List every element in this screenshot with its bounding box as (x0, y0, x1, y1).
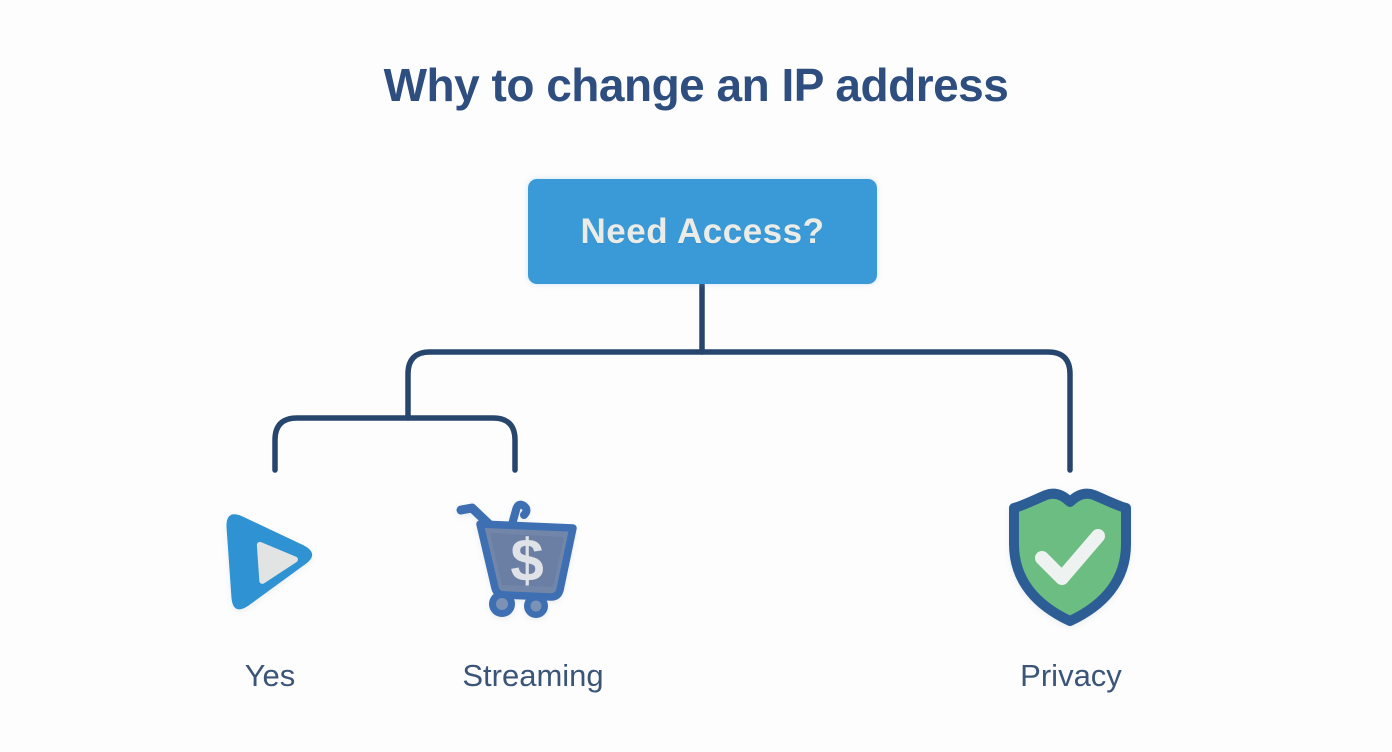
page-title: Why to change an IP address (383, 59, 1009, 111)
connector-main-branch (405, 349, 1073, 473)
dollar-sign-glyph: $ (510, 527, 543, 594)
branch-label-privacy: Privacy (1020, 658, 1122, 693)
root-node-box: Need Access? (528, 179, 877, 284)
play-icon (226, 514, 313, 610)
shield-check-icon (1009, 488, 1131, 626)
branch-label-streaming: Streaming (462, 658, 604, 693)
branch-label-yes: Yes (244, 658, 296, 693)
shopping-cart-icon: $ (456, 500, 577, 618)
root-node-label: Need Access? (580, 211, 825, 251)
connector-left-subbranch (272, 415, 518, 473)
